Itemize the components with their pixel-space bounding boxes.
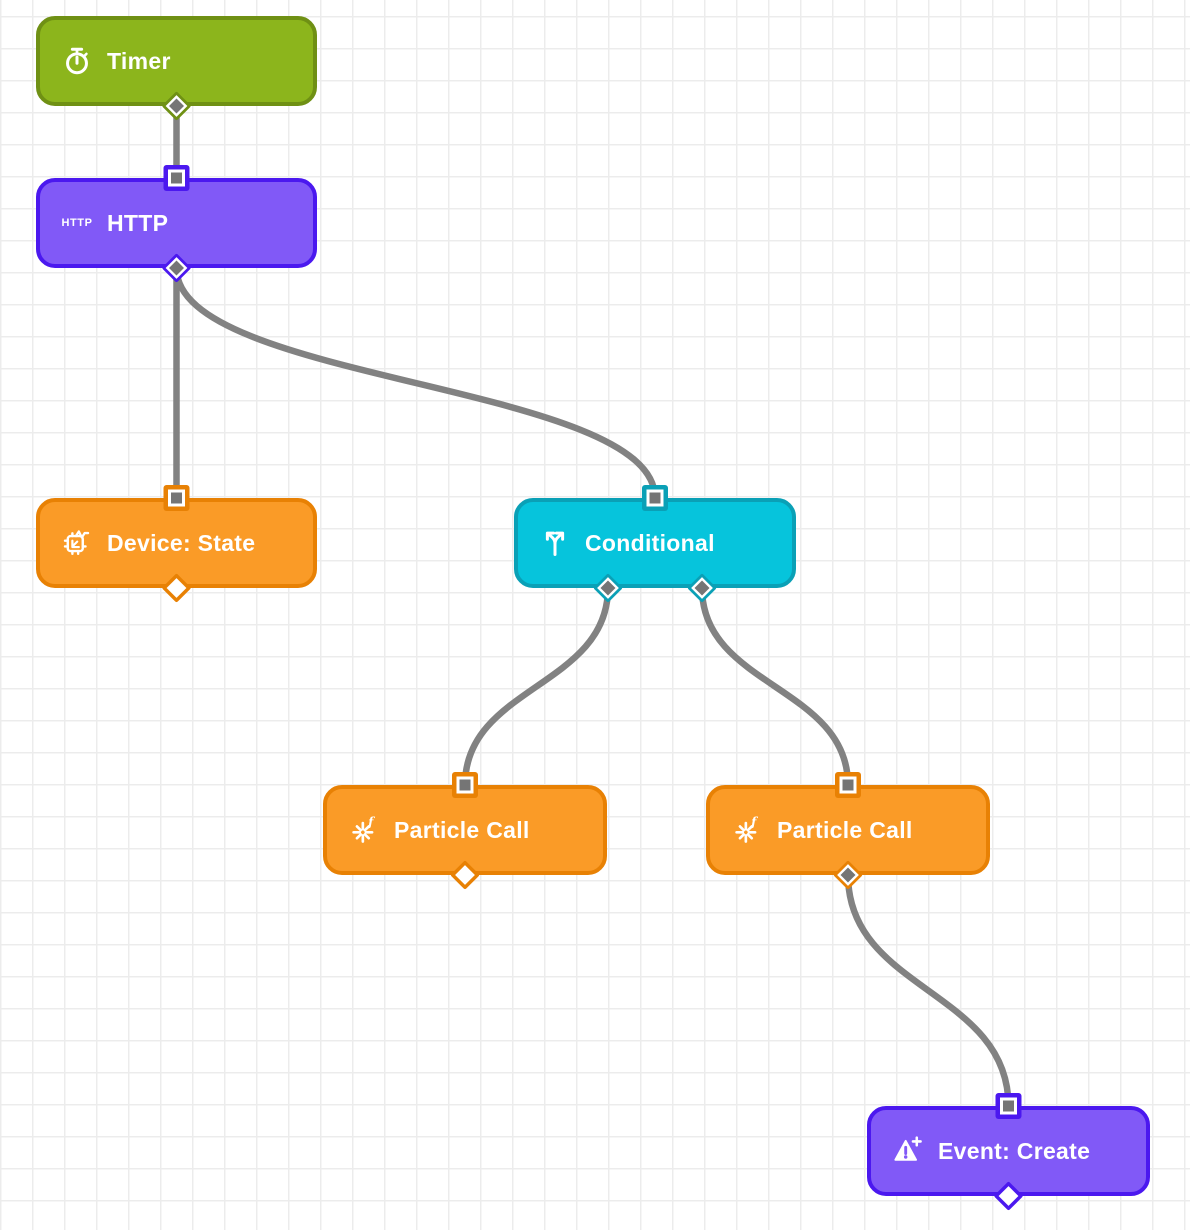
output-port-timer[interactable]: [162, 91, 192, 121]
node-label: Conditional: [585, 529, 715, 556]
stopwatch-icon: [61, 45, 93, 77]
output-port-http[interactable]: [162, 253, 192, 283]
edge-conditional-to-particle-call-2[interactable]: [698, 587, 852, 786]
spark-icon: f: [348, 814, 380, 846]
http-icon: HTTP: [61, 207, 93, 239]
output-port-particle-call-2[interactable]: [833, 860, 863, 890]
input-port-http[interactable]: [163, 165, 190, 191]
input-port-conditional[interactable]: [642, 485, 668, 511]
node-label: Device: State: [107, 529, 256, 556]
edge-conditional-to-particle-call-1[interactable]: [461, 587, 612, 786]
output-port-event-create[interactable]: [994, 1181, 1024, 1211]
node-label: Particle Call: [394, 816, 530, 843]
spark-icon: f: [731, 814, 763, 846]
output-port-device-state[interactable]: [162, 573, 192, 603]
alert-plus-icon: [892, 1135, 924, 1167]
node-label: HTTP: [107, 209, 169, 236]
svg-text:f: f: [367, 815, 375, 829]
input-port-particle-call-2[interactable]: [835, 772, 861, 798]
input-port-particle-call-1[interactable]: [452, 772, 478, 798]
chip-pulse-icon: [61, 527, 93, 559]
edge-http-to-conditional[interactable]: [173, 267, 659, 499]
node-label: Particle Call: [777, 816, 913, 843]
edge-particle-call-2-to-event-create[interactable]: [844, 874, 1012, 1107]
node-label: Event: Create: [938, 1137, 1091, 1164]
http-icon-text: HTTP: [61, 217, 93, 229]
branch-icon: [539, 527, 571, 559]
output-port-conditional[interactable]: [687, 573, 717, 603]
node-label: Timer: [107, 47, 171, 74]
workflow-node-particle-call-2[interactable]: f Particle Call: [706, 785, 990, 875]
output-port-conditional[interactable]: [593, 573, 623, 603]
output-port-particle-call-1[interactable]: [450, 860, 480, 890]
input-port-event-create[interactable]: [995, 1093, 1022, 1119]
input-port-device-state[interactable]: [163, 485, 190, 511]
workflow-node-device-state[interactable]: Device: State: [36, 498, 317, 588]
svg-text:f: f: [750, 815, 758, 829]
